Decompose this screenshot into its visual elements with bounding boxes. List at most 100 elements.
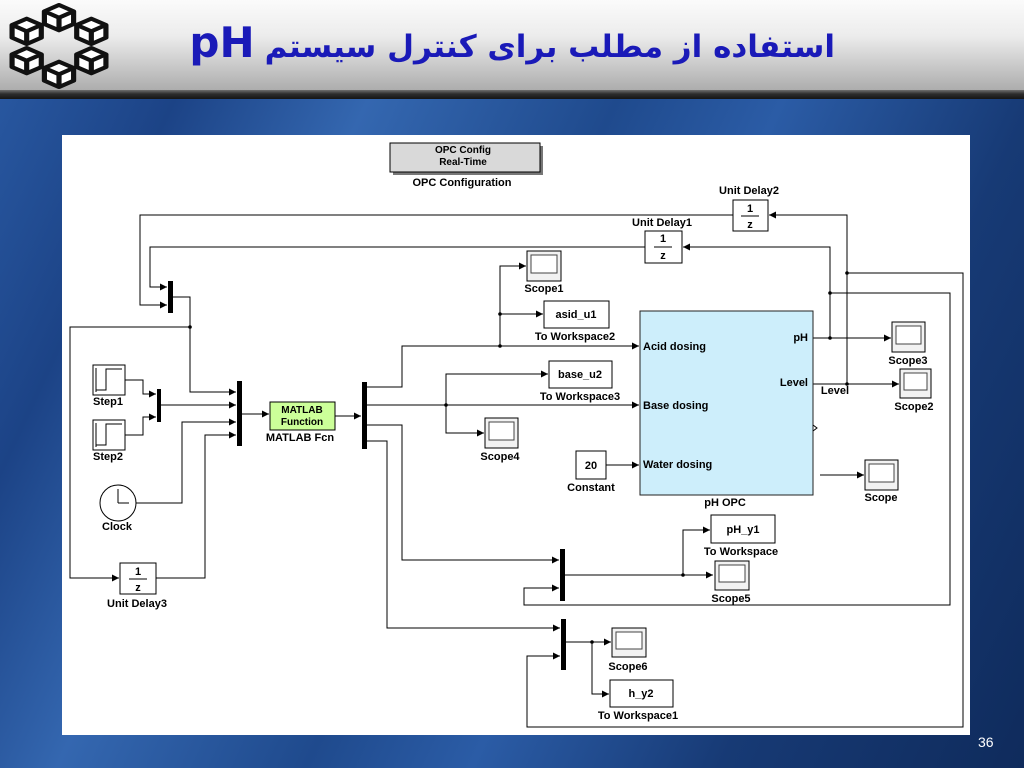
scope-screen: [868, 463, 895, 483]
constant-block: 20 Constant: [567, 450, 615, 494]
scope2-block: Scope2: [894, 368, 934, 413]
header-divider: [0, 90, 1024, 99]
logo-cube: [9, 46, 44, 76]
signal-line-ph-to-unit-delay1: [683, 243, 831, 338]
ph-opc-label: pH OPC: [704, 497, 746, 509]
ph-opc-box: [639, 310, 814, 496]
signal-label-level: Level: [821, 385, 849, 397]
to-workspace1-variable: h_y2: [628, 688, 653, 700]
branch-point: [828, 291, 832, 295]
to-workspace3-box: [548, 360, 613, 389]
ph-opc-output-ph: pH: [793, 332, 808, 344]
opc-config-box: [389, 142, 541, 173]
signal-line-to-unit-delay3: [69, 326, 190, 582]
scope1-screen: [530, 254, 558, 274]
opc-config-line1: OPC Config: [435, 145, 491, 156]
step2-label: Step2: [93, 451, 123, 463]
to-workspace2-variable: asid_u1: [556, 309, 597, 321]
simulink-diagram: OPC Config Real-Time OPC Configuration U…: [69, 142, 964, 728]
mux-bottom: [561, 619, 566, 670]
opc-config-line2: Real-Time: [439, 157, 487, 168]
signal-line-demux-to-lower-mux: [367, 424, 559, 564]
branch-point: [188, 325, 192, 329]
scope5-screen: [718, 564, 746, 583]
signal-line-step2: [125, 413, 156, 436]
to-workspace-variable: pH_y1: [726, 524, 759, 536]
signal-line-to-scope4: [445, 405, 484, 437]
simulink-diagram-panel: OPC Config Real-Time OPC Configuration U…: [62, 135, 970, 735]
step1-label: Step1: [93, 396, 123, 408]
slide-header: [0, 0, 1024, 90]
branch-point: [845, 382, 849, 386]
unit-delay1-label: Unit Delay1: [632, 217, 692, 229]
step1-box: [92, 364, 126, 396]
demux-main: [362, 382, 367, 449]
constant-value: 20: [585, 460, 597, 472]
scope4-label: Scope4: [480, 451, 520, 463]
signal-line-level-to-bottom-mux: [526, 272, 964, 728]
ph-opc-input-water: Water dosing: [643, 459, 712, 471]
scope6-screen: [615, 631, 643, 650]
branch-point: [498, 312, 502, 316]
scope4-screen: [488, 421, 515, 441]
branch-point: [845, 271, 849, 275]
signal-line-to-workspace3: [445, 370, 548, 405]
unit-delay2-denominator: z: [747, 219, 753, 231]
constant-label: Constant: [567, 482, 615, 494]
step1-block: Step1: [92, 364, 126, 408]
signal-line-acid-dosing: [367, 342, 639, 388]
unit-delay3-denominator: z: [135, 582, 141, 594]
signal-line-unit-delay1-to-mux: [149, 246, 645, 291]
scope5-block: Scope5: [711, 560, 751, 605]
signal-line-to-scope1: [499, 262, 526, 346]
to-workspace3-label: To Workspace3: [540, 391, 620, 403]
step-icon: [96, 368, 122, 391]
to-workspace3-block: base_u2 To Workspace3: [540, 360, 620, 403]
signal-line-top-mux-to-main-mux: [173, 296, 236, 396]
mux-steps: [157, 389, 161, 422]
ph-opc-output-level: Level: [780, 377, 808, 389]
unit-delay2-numerator: 1: [747, 203, 753, 215]
signal-line-demux-to-bottom-mux: [367, 440, 560, 632]
ph-opc-port-marker: [812, 424, 818, 432]
to-workspace1-box: [609, 679, 674, 708]
to-workspace2-block: asid_u1 To Workspace2: [535, 300, 615, 343]
step2-block: Step2: [92, 419, 126, 463]
branch-point: [498, 344, 502, 348]
signal-line-to-workspace: [682, 526, 710, 575]
to-workspace3-variable: base_u2: [558, 369, 602, 381]
clock-block: Clock: [99, 484, 137, 533]
to-workspace-box: [710, 514, 776, 544]
scope6-label: Scope6: [608, 661, 647, 673]
scope5-label: Scope5: [711, 593, 750, 605]
opc-config-label: OPC Configuration: [413, 177, 512, 189]
slide-title-ph: pH: [189, 18, 255, 67]
scope-block: Scope: [864, 459, 899, 504]
unit-delay3-block: 1 z Unit Delay3: [107, 562, 167, 610]
signal-line-level-to-unit-delay2: [769, 211, 848, 384]
ph-opc-input-acid: Acid dosing: [643, 341, 706, 353]
logo-cube: [74, 46, 109, 76]
unit-delay3-numerator: 1: [135, 566, 141, 578]
scope3-label: Scope3: [888, 355, 927, 367]
clock-label: Clock: [102, 521, 133, 533]
scope4-block: Scope4: [480, 417, 520, 463]
signal-line-to-workspace1: [591, 642, 609, 698]
ph-opc-input-base: Base dosing: [643, 400, 708, 412]
to-workspace-label: To Workspace: [704, 546, 778, 558]
to-workspace1-label: To Workspace1: [598, 710, 678, 722]
mux-top-left: [168, 281, 173, 313]
page-number: 36: [978, 734, 994, 750]
unit-delay2-block: Unit Delay2 1 z: [719, 185, 779, 232]
branch-point: [828, 336, 832, 340]
scope3-block: Scope3: [888, 321, 928, 367]
matlab-fcn-line2: Function: [281, 417, 323, 428]
branch-point: [681, 573, 685, 577]
scope2-screen: [903, 372, 928, 391]
signal-line-unit-delay3-out: [156, 431, 236, 579]
constant-box: [575, 450, 607, 480]
branch-points: [188, 271, 849, 644]
scope1-label: Scope1: [524, 283, 563, 295]
to-workspace1-block: h_y2 To Workspace1: [598, 679, 678, 722]
matlab-fcn-box: [269, 401, 336, 431]
